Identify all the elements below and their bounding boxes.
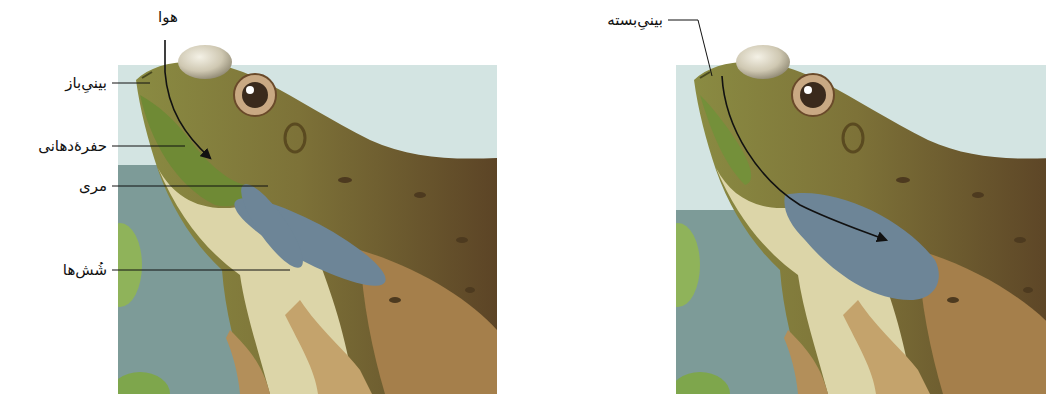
frog-left [136,45,497,394]
lily-pad [118,223,142,307]
leader-line [112,83,150,84]
lily-pad [118,372,170,394]
lung [232,177,312,275]
lily-pad [676,223,700,307]
frog [136,45,497,394]
part-label: مری [78,177,108,195]
mouth-cavity [700,95,751,185]
leader-line [112,186,268,187]
lily-pad [676,372,730,394]
part-label: حفرهٔ‌دهانی [37,137,108,155]
part-label: هوا [157,8,179,26]
leader-lines [112,20,712,270]
leader-line [112,146,185,147]
leader-line [112,270,290,271]
frog-right [694,45,1046,394]
frog [694,45,1046,394]
leader-line [668,20,712,76]
part-label: بینیِ‌بسته [606,11,664,29]
mouth-cavity [140,95,246,206]
air-arrow [722,76,886,240]
part-label: بینیِ‌باز [64,74,108,92]
part-label: شُش‌ها [62,261,108,279]
air-arrow [165,40,210,158]
